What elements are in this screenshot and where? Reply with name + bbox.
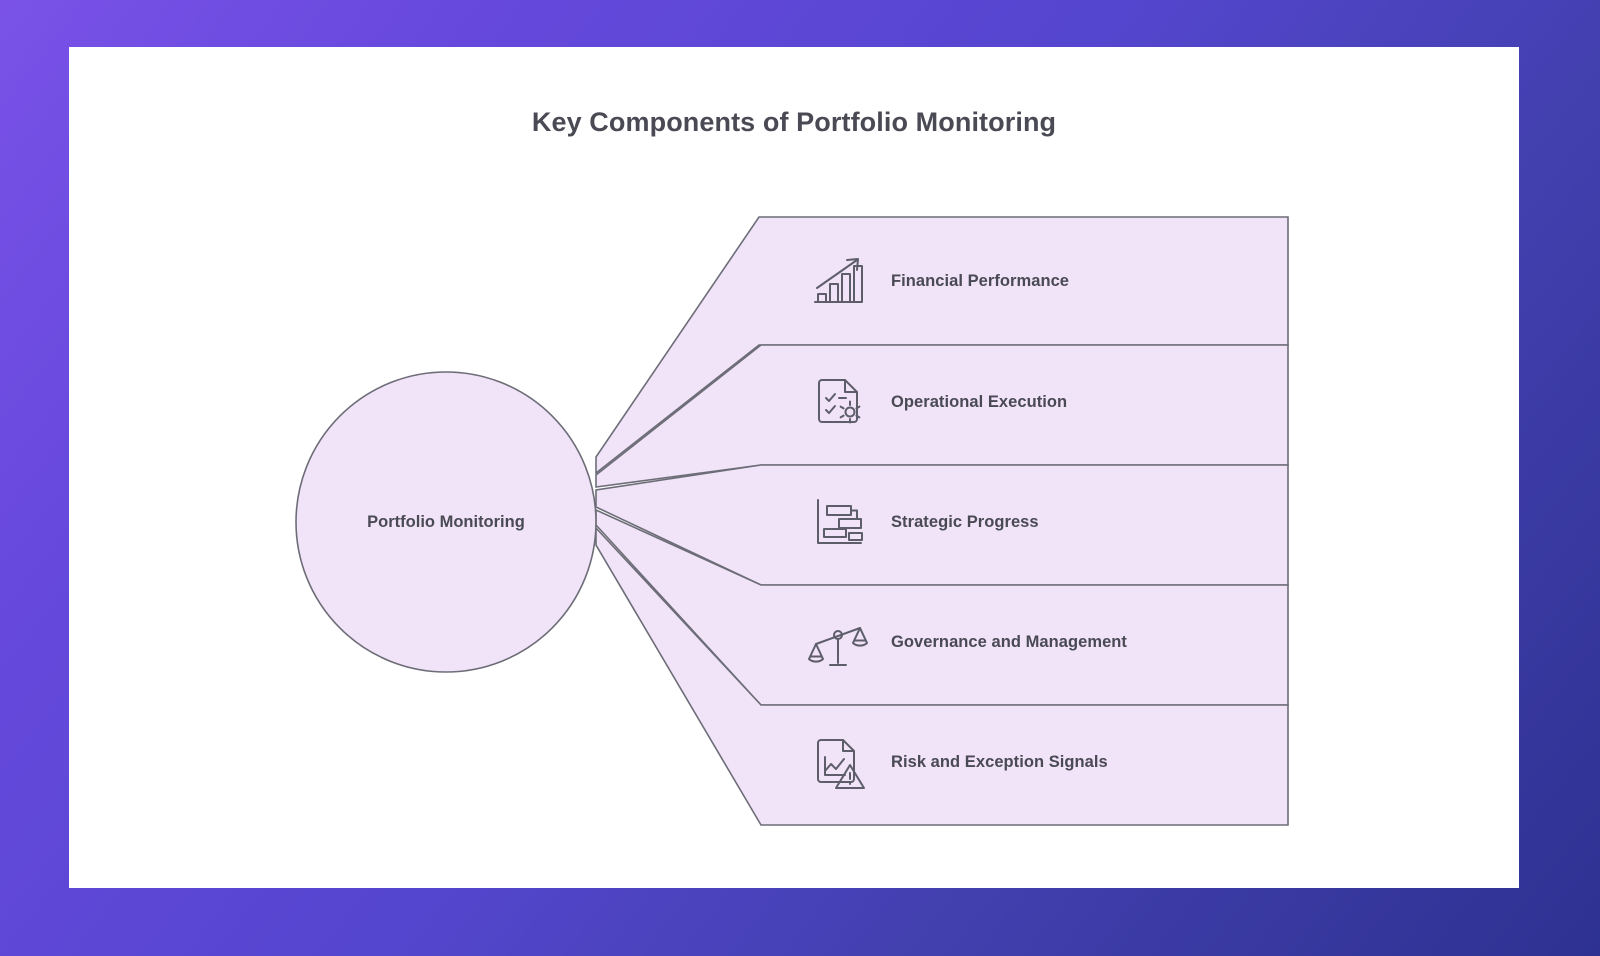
- branch-content-5[interactable]: Risk and Exception Signals: [807, 731, 1108, 793]
- branch-content-4[interactable]: Governance and Management: [807, 611, 1127, 673]
- hub-circle[interactable]: [295, 371, 597, 673]
- document-chart-warning-icon: [807, 731, 869, 793]
- diagram-stage: Portfolio Monitoring Financial Performan…: [69, 47, 1519, 888]
- branch-label-2: Operational Execution: [891, 392, 1068, 411]
- page-title: Key Components of Portfolio Monitoring: [531, 107, 1057, 137]
- branch-label-3: Strategic Progress: [891, 512, 1039, 531]
- branch-content-1[interactable]: Financial Performance: [807, 250, 1069, 312]
- bar-chart-growth-icon: [807, 250, 869, 312]
- branch-label-5: Risk and Exception Signals: [891, 752, 1108, 771]
- diagram-graphics: Portfolio Monitoring: [295, 216, 1289, 826]
- branch-content-2[interactable]: Operational Execution: [807, 371, 1067, 433]
- gantt-chart-icon: [807, 491, 869, 553]
- branch-label-4: Governance and Management: [891, 632, 1127, 651]
- branch-label-1: Financial Performance: [891, 271, 1070, 290]
- hub-label: Portfolio Monitoring: [367, 513, 525, 531]
- diagram-canvas: Key Components of Portfolio Monitoring P…: [69, 47, 1519, 888]
- balance-scale-icon: [807, 611, 869, 673]
- branch-content-3[interactable]: Strategic Progress: [807, 491, 1039, 553]
- document-checklist-gear-icon: [807, 371, 869, 433]
